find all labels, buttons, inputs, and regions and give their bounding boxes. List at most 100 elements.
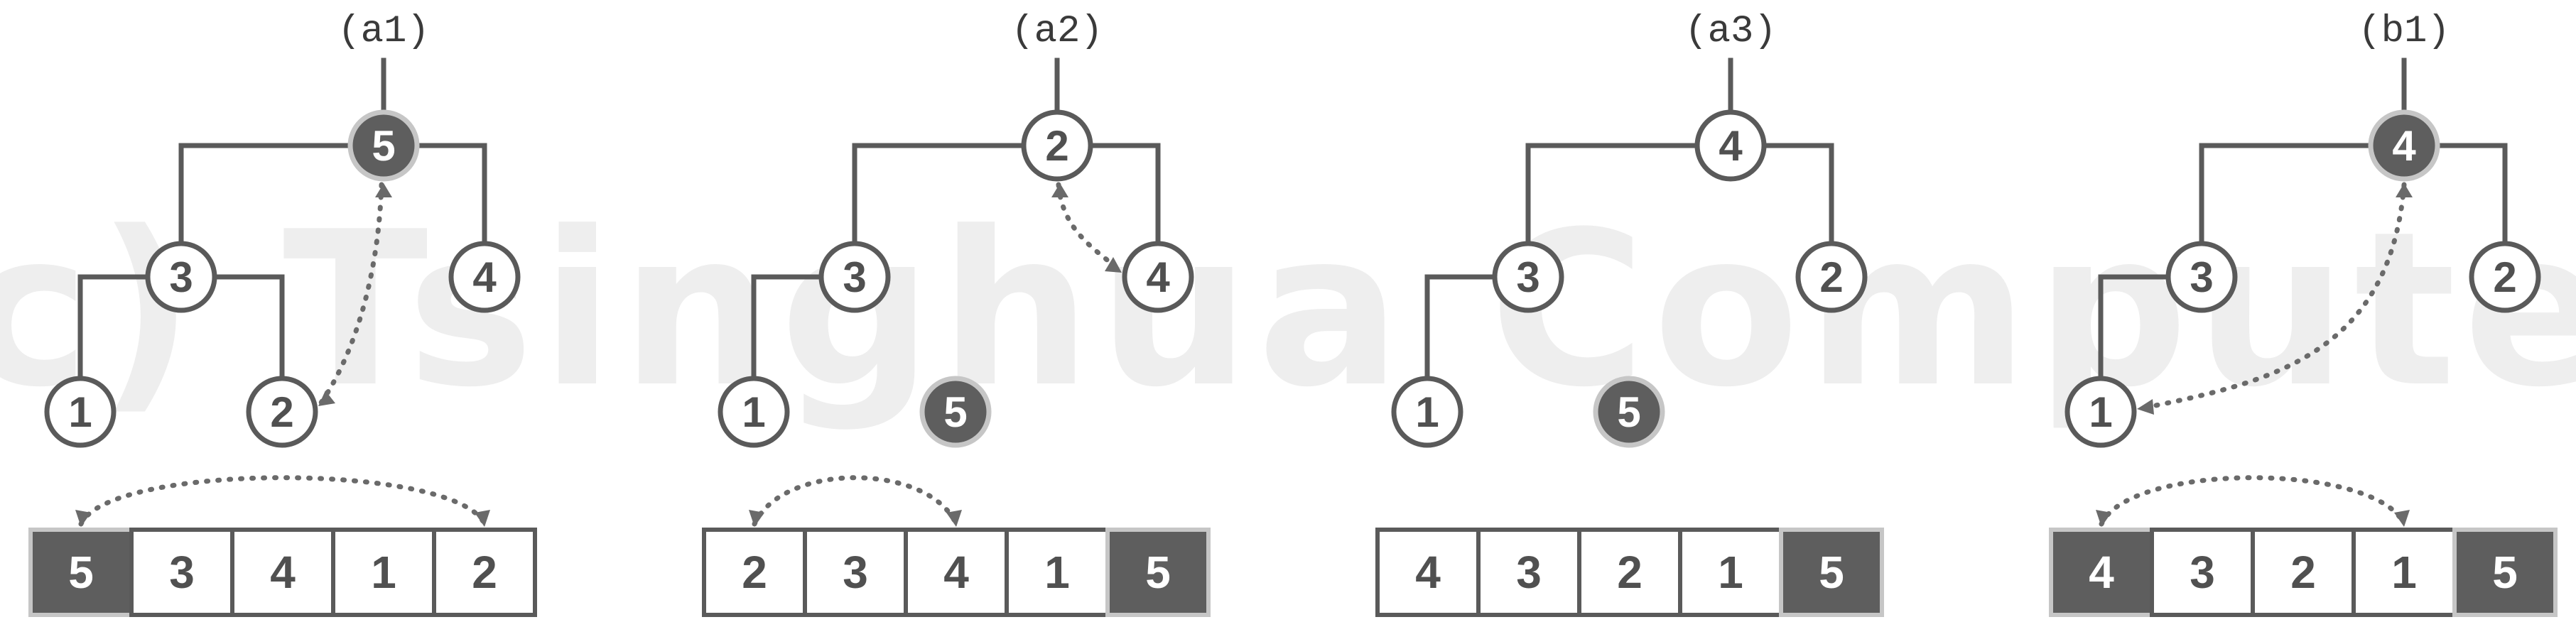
- arrowhead-icon: [1051, 183, 1068, 197]
- cell-box: [1375, 528, 1481, 617]
- cell-box: [702, 528, 807, 617]
- tree-edge: [77, 274, 151, 381]
- tree-edge: [2199, 143, 2374, 246]
- node-value: 2: [1819, 253, 1843, 301]
- watermark: (c) Tsinghua Computer: [0, 186, 2576, 434]
- node-circle: [1492, 241, 1564, 313]
- cell-box: [904, 528, 1009, 617]
- node-circle: [919, 376, 992, 448]
- cell-box: [2049, 528, 2154, 617]
- cell-value: 4: [1415, 547, 1441, 598]
- node-value: 1: [742, 388, 765, 436]
- tree-node: 4: [2368, 109, 2440, 182]
- tree-edge: [1761, 143, 1834, 246]
- array-cell: 2: [1577, 528, 1682, 617]
- tree-node: 2: [1795, 241, 1868, 313]
- cell-value: 5: [68, 547, 94, 598]
- panel-caption: (a1): [337, 10, 430, 53]
- arrowhead-icon: [1105, 257, 1122, 273]
- tree-node: 2: [2469, 241, 2541, 313]
- tree-edge: [1424, 274, 1498, 381]
- array-cell: 5: [28, 528, 134, 617]
- tree-node: 3: [1492, 241, 1564, 313]
- array-cell: 1: [331, 528, 436, 617]
- node-circle: [347, 109, 420, 182]
- arrowhead-icon: [2394, 510, 2410, 527]
- cell-value: 3: [843, 547, 868, 598]
- panel-caption: (a3): [1684, 10, 1777, 53]
- node-circle: [246, 376, 318, 448]
- array-cell: 2: [432, 528, 537, 617]
- node-circle: [2165, 241, 2238, 313]
- cell-box: [1476, 528, 1581, 617]
- node-value: 4: [472, 253, 497, 301]
- node-value: 1: [68, 388, 92, 436]
- tree-node: 5: [1593, 376, 1665, 448]
- cell-value: 3: [1516, 547, 1542, 598]
- cell-value: 4: [2089, 547, 2114, 598]
- array-cell: 1: [1678, 528, 1783, 617]
- cell-value: 1: [1718, 547, 1743, 598]
- node-circle: [1694, 109, 1767, 182]
- array-swap-arrow: [752, 475, 959, 527]
- arrowhead-icon: [318, 391, 335, 406]
- tree-edge: [1525, 143, 1700, 246]
- node-circle: [44, 376, 117, 448]
- node-circle: [1391, 376, 1463, 448]
- array-cell: 5: [1105, 528, 1211, 617]
- arrowhead-icon: [75, 510, 91, 527]
- tree-node: 3: [145, 241, 217, 313]
- tree-node: 4: [1122, 241, 1194, 313]
- cell-value: 1: [1044, 547, 1070, 598]
- tree-edge: [751, 274, 824, 381]
- tree-node: 5: [919, 376, 992, 448]
- array-cell: 3: [129, 528, 234, 617]
- node-value: 2: [270, 388, 293, 436]
- cell-box: [129, 528, 234, 617]
- tree-edge: [212, 274, 285, 381]
- tree-swap-arrow: [317, 182, 384, 408]
- node-value: 1: [1415, 388, 1439, 436]
- cell-value: 2: [1617, 547, 1643, 598]
- node-value: 3: [2190, 253, 2213, 301]
- cell-box: [2452, 528, 2558, 617]
- cell-box: [1779, 528, 1884, 617]
- array-cell: 4: [230, 528, 335, 617]
- arrowhead-icon: [375, 183, 392, 197]
- panel-caption: (b1): [2358, 10, 2450, 53]
- node-circle: [2064, 376, 2137, 448]
- cell-value: 1: [2391, 547, 2417, 598]
- tree-edge: [2098, 274, 2171, 381]
- array-cell: 2: [2251, 528, 2356, 617]
- array: 4 3 2 1 5: [1375, 528, 1884, 617]
- array-cell: 4: [1375, 528, 1481, 617]
- cell-value: 5: [1819, 547, 1844, 598]
- node-circle: [2469, 241, 2541, 313]
- node-circle: [718, 376, 790, 448]
- array-cell: 4: [2049, 528, 2154, 617]
- cell-box: [2251, 528, 2356, 617]
- node-value: 4: [1146, 253, 1170, 301]
- tree-swap-arrow: [2136, 182, 2407, 412]
- cell-value: 2: [472, 547, 497, 598]
- cell-box: [2150, 528, 2255, 617]
- tree-node: 1: [1391, 376, 1463, 448]
- cell-value: 3: [2190, 547, 2215, 598]
- array-cell: 3: [1476, 528, 1581, 617]
- node-value: 2: [2493, 253, 2516, 301]
- node-circle: [145, 241, 217, 313]
- cell-value: 4: [943, 547, 969, 598]
- node-value: 1: [2089, 388, 2112, 436]
- array-cell: 1: [2352, 528, 2457, 617]
- array-cell: 1: [1005, 528, 1110, 617]
- tree-edge: [414, 143, 487, 246]
- array-swap-arrow: [2099, 475, 2407, 527]
- arrowhead-icon: [2096, 510, 2111, 527]
- tree-node: 1: [718, 376, 790, 448]
